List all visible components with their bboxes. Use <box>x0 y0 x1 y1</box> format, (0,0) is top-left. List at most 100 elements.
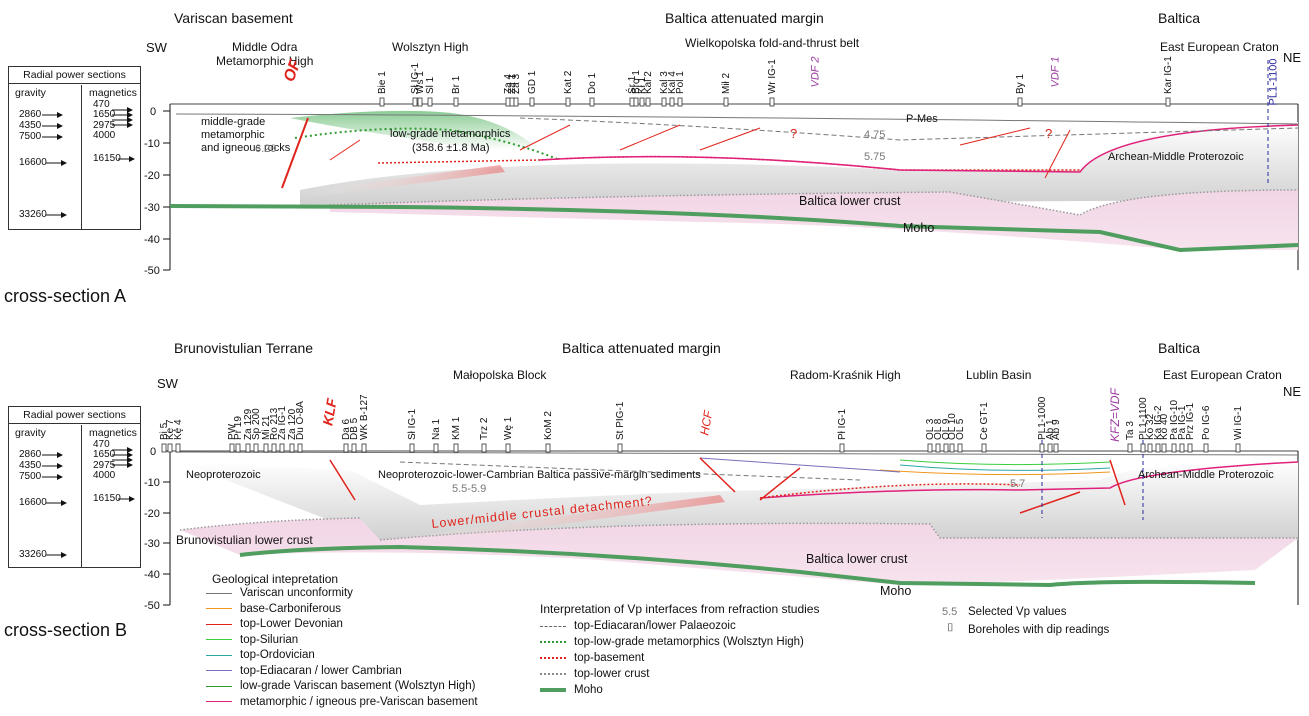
legend-item: top-Ordovician <box>206 649 315 661</box>
well-label: Kę 7 <box>165 419 176 440</box>
well-label: St PIG-1 <box>615 401 626 440</box>
legend-item: metamorphic / igneous pre-Variscan basem… <box>206 696 478 708</box>
legend-item: top-Lower Devonian <box>206 618 343 630</box>
legend-swatch <box>206 701 232 702</box>
well-marker: Ka IG-2 <box>1153 405 1164 453</box>
label-moho-b: Moho <box>880 584 911 598</box>
well-marker: Mił 2 <box>721 72 732 107</box>
well-marker: Pol 1 <box>675 71 686 107</box>
well-marker: OL 3 <box>925 418 936 453</box>
well-label: Za 4 <box>503 74 514 94</box>
well-label: KM 1 <box>451 416 462 440</box>
well-marker: Sl 1 <box>425 76 436 107</box>
legend-swatch <box>540 688 566 692</box>
well-marker: KM 1 <box>451 416 462 453</box>
legend-item: top-lower crust <box>540 668 649 680</box>
well-label: Da 6 <box>341 418 352 440</box>
well-label: Kł 1 <box>637 76 648 94</box>
radial-power-title: Radial power sections <box>9 67 140 84</box>
well-label: OL 3 <box>925 418 936 440</box>
well-marker: PW <box>227 423 238 453</box>
legend-swatch <box>540 641 566 643</box>
svg-text:?: ? <box>790 126 797 141</box>
subregion-eec-b: East European Craton <box>1163 368 1282 382</box>
well-label: Prz IG-1 <box>1185 402 1196 440</box>
section-a-of-fault <box>281 117 309 189</box>
well-label: Sp 200 <box>251 408 262 440</box>
well-marker: Pł IG-1 <box>837 408 848 453</box>
well-label: DB 5 <box>349 417 360 440</box>
well-marker: KoM 2 <box>543 411 554 453</box>
label-passive-margin: Neoproterozoic-lower-Cambrian Baltica pa… <box>378 469 701 481</box>
legend-label: Moho <box>574 684 603 696</box>
well-label: PL1-1100 <box>1138 397 1149 440</box>
svg-text:-10: -10 <box>144 477 160 489</box>
subregion-eec-a: East European Craton <box>1160 40 1279 54</box>
well-label: OL 5 <box>955 418 966 440</box>
well-label: Ko 32 <box>1145 413 1156 440</box>
well-marker: OL 5 <box>955 418 966 453</box>
well-marker: St PIG-1 <box>615 401 626 453</box>
well-label: Pr 19 <box>233 416 244 440</box>
well-marker: WK B-127 <box>359 394 370 453</box>
ne-label-b: NE <box>1283 384 1302 399</box>
vdf2-label: VDF 2 <box>809 56 822 88</box>
well-label: Po IG-6 <box>1201 405 1212 440</box>
svg-text:0: 0 <box>150 106 156 118</box>
well-marker: Za 129 <box>243 408 254 453</box>
well-marker: Kę 4 <box>173 419 184 453</box>
well-label: WK B-127 <box>359 394 370 440</box>
well-label: OL 8 <box>933 418 944 440</box>
label-low-grade: low-grade metamorphics(358.6 ±1.8 Ma) <box>390 128 511 154</box>
well-marker: Br 1 <box>451 75 462 107</box>
well-label: Mił 2 <box>721 72 732 94</box>
svg-text:5.5-5.9: 5.5-5.9 <box>452 483 486 495</box>
svg-text:-40: -40 <box>144 234 160 246</box>
legend-label: top-Ediacaran/lower Palaeozoic <box>574 620 736 632</box>
legend-swatch <box>206 639 232 640</box>
legend-label: top-Lower Devonian <box>240 618 343 630</box>
well-marker: Ro 213 <box>269 407 280 453</box>
well-marker: Ws 1 <box>415 71 426 107</box>
well-marker: GD 1 <box>527 70 538 107</box>
section-a-label: cross-section A <box>4 286 127 306</box>
legend-item: top-Ediacaran / lower Cambrian <box>206 665 402 677</box>
svg-text:-50: -50 <box>144 600 160 612</box>
legend-item: base-Carboniferous <box>206 603 341 615</box>
borehole-icon: ⌷ <box>947 622 954 634</box>
legend-swatch <box>206 592 232 594</box>
well-label: Ws 1 <box>415 71 426 94</box>
svg-text:-40: -40 <box>144 569 160 581</box>
region-variscan-basement: Variscan basement <box>174 10 293 26</box>
radial-power-box-a: Radial power sections gravity magnetics … <box>8 66 141 230</box>
legend-label: top-Ordovician <box>240 649 315 661</box>
svg-text:-20: -20 <box>144 170 160 182</box>
well-label: Kat 2 <box>563 70 574 94</box>
label-archean-a: Archean-Middle Proterozoic <box>1108 151 1244 163</box>
legend-swatch <box>206 670 232 671</box>
legend-swatch <box>540 625 566 627</box>
well-label: Br 1 <box>451 75 462 94</box>
region-brunovistulian: Brunovistulian Terrane <box>174 340 314 356</box>
legend-item: Moho <box>540 684 603 696</box>
legend-label: base-Carboniferous <box>240 602 342 615</box>
subregion-wolsztyn: Wolsztyn High <box>392 40 469 54</box>
well-label: By 1 <box>1015 74 1026 94</box>
well-marker: Kal 2 <box>643 71 654 107</box>
well-marker: Na 1 <box>431 418 442 453</box>
svg-text:0: 0 <box>150 446 156 458</box>
ne-label-a: NE <box>1283 50 1302 65</box>
svg-text:-30: -30 <box>144 538 160 550</box>
region-baltica-b: Baltica <box>1158 340 1201 356</box>
svg-text:6.20: 6.20 <box>255 143 276 155</box>
label-brunovistulian-lc: Brunovistulian lower crust <box>176 533 313 547</box>
legend-swatch <box>206 654 232 656</box>
legend-geo-title: Geological intepretation <box>212 572 339 586</box>
well-marker: Za IG-1 <box>277 406 288 453</box>
well-marker: Wę 1 <box>503 416 514 453</box>
well-label: Za 120 <box>287 408 298 440</box>
fault-kfz-label: KFZ=VDF <box>1107 388 1122 442</box>
well-marker: Du O-8A <box>295 401 306 453</box>
well-marker: Bi 5 <box>159 422 170 453</box>
well-label: Pol 1 <box>675 71 686 94</box>
